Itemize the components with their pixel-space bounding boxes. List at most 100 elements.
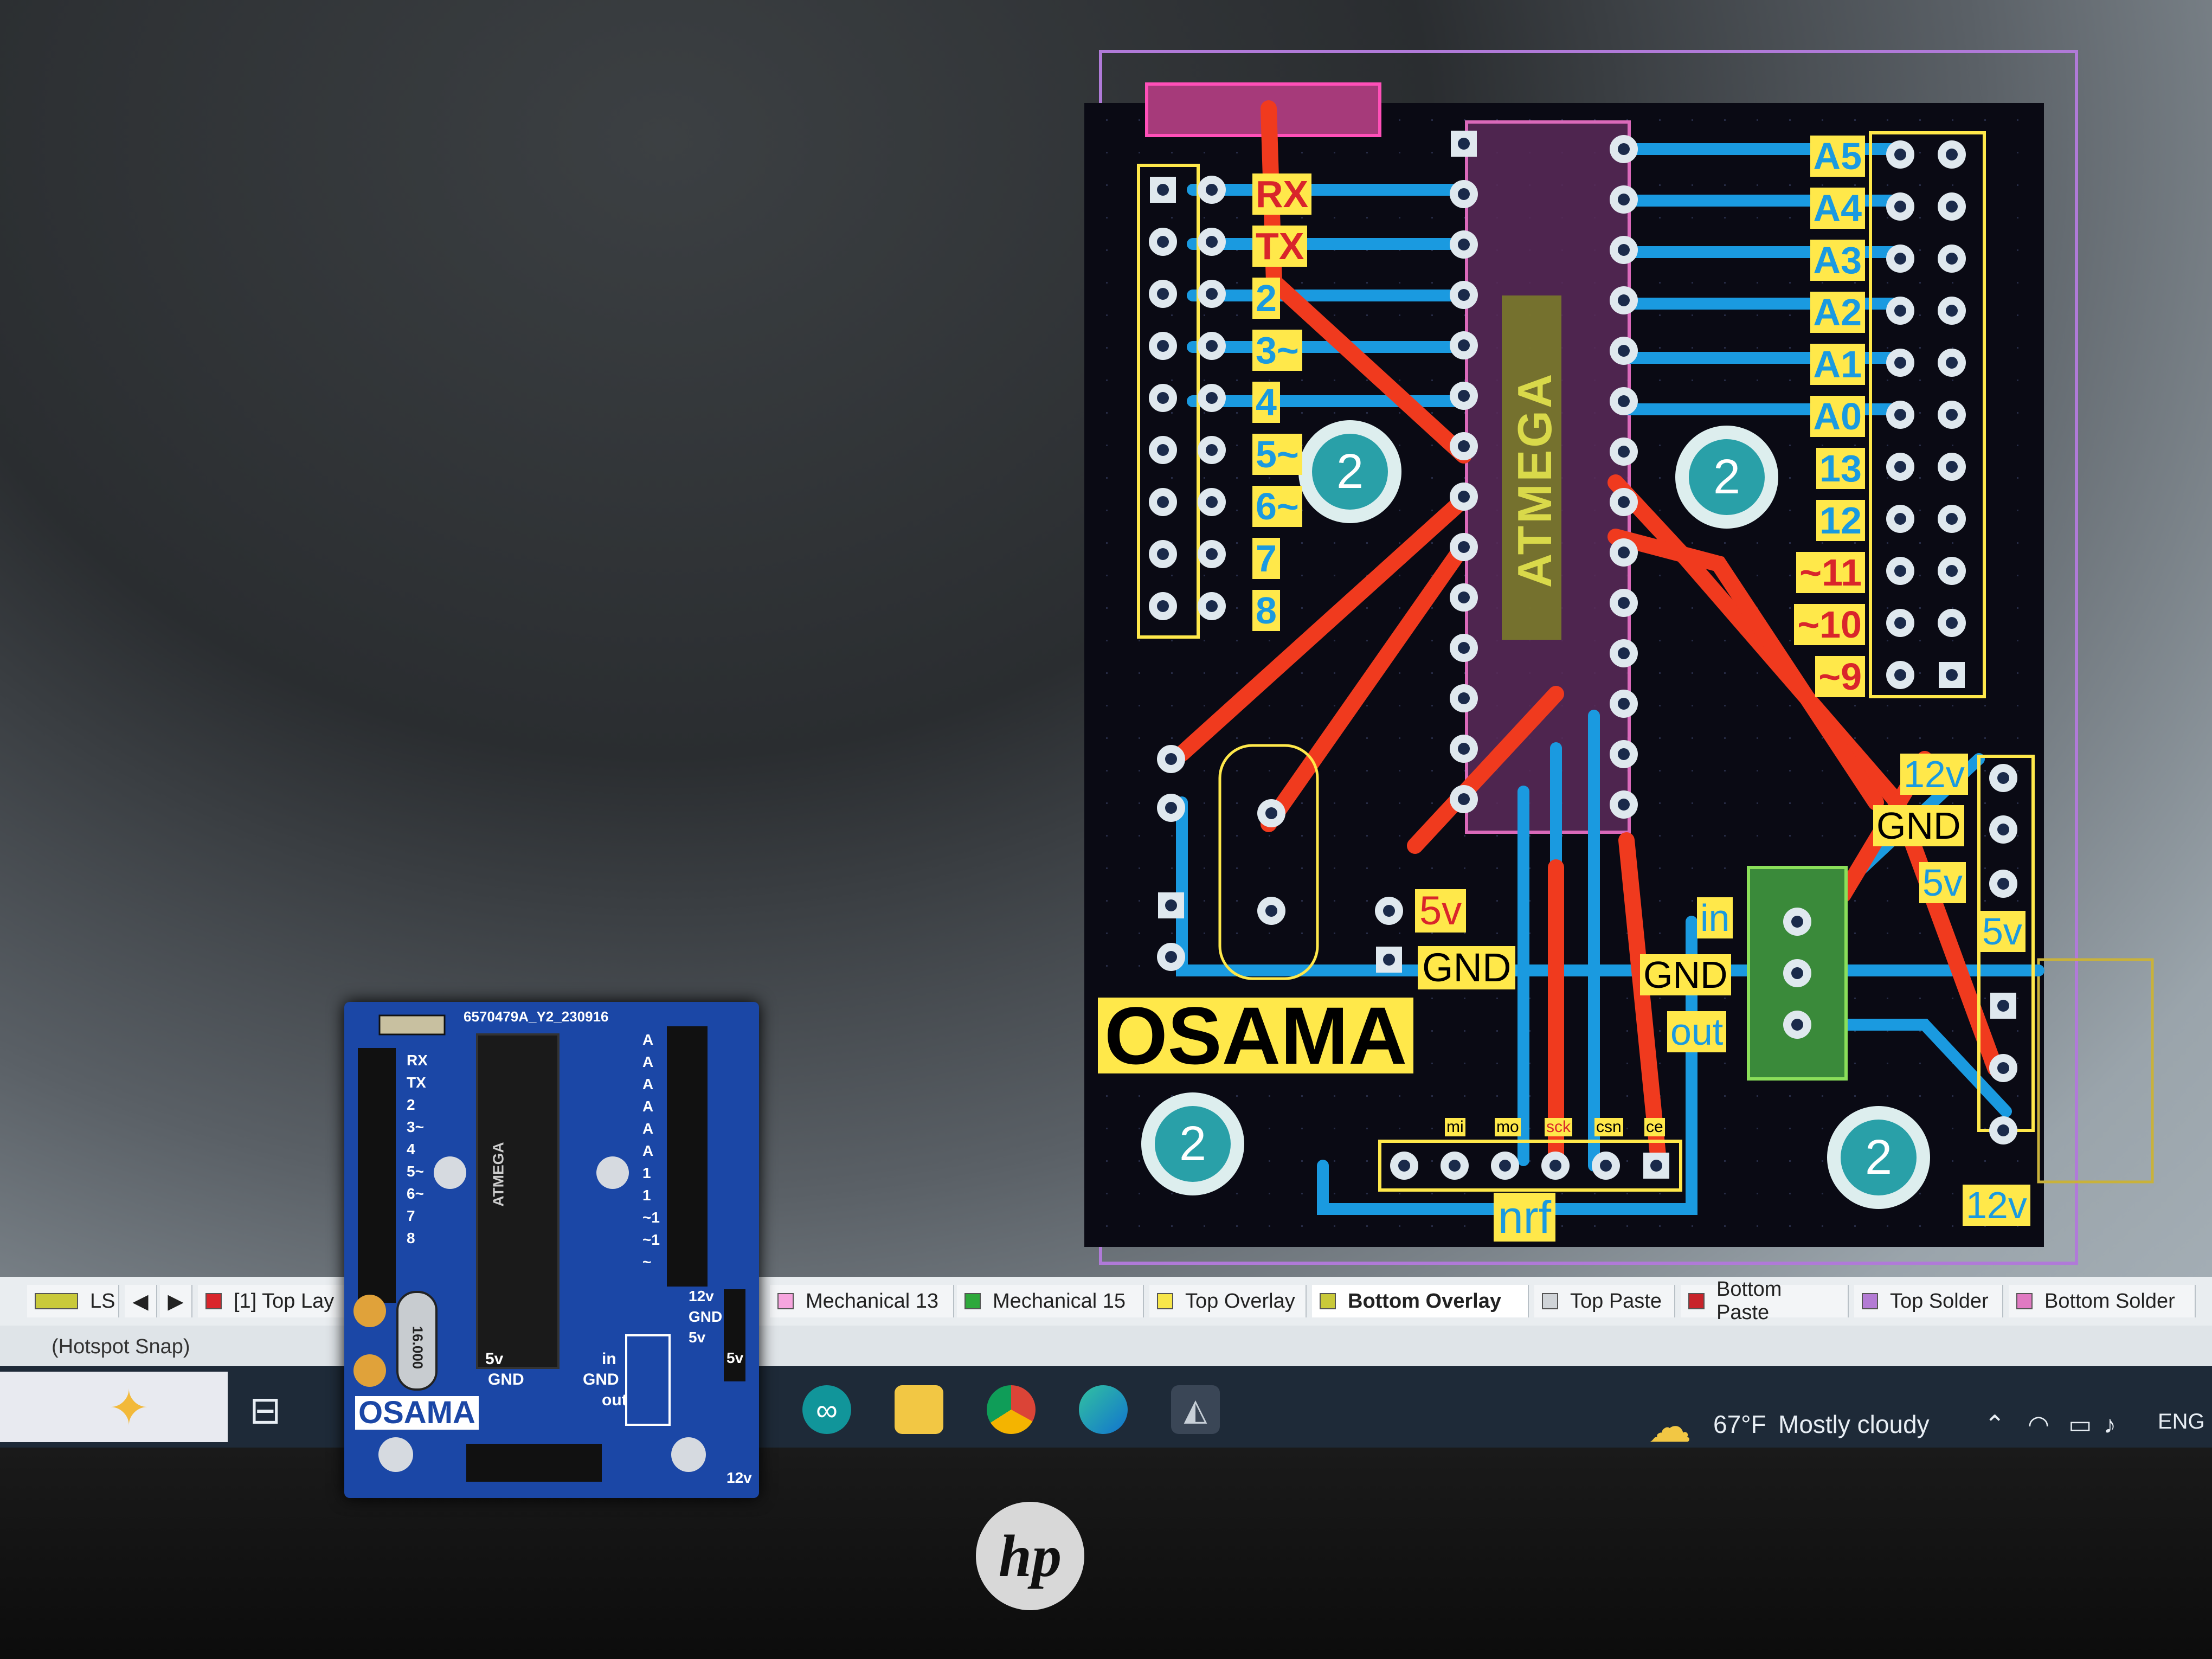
ls-button[interactable]: LS — [27, 1285, 119, 1317]
pad-hole — [1458, 440, 1470, 452]
pad-hole — [1997, 1124, 2009, 1136]
altium-icon[interactable]: ◭ — [1171, 1385, 1220, 1434]
power-label: 5v — [1979, 911, 2025, 952]
layer-color-swatch — [964, 1293, 981, 1309]
left-header-label: TX — [1252, 226, 1308, 267]
arduino-icon[interactable]: ∞ — [802, 1385, 851, 1434]
pad-hole — [1894, 669, 1906, 681]
power-label: 12v — [1963, 1185, 2030, 1226]
pad-hole — [1997, 772, 2009, 784]
pb-right-label: ~ — [642, 1253, 652, 1270]
power-label: 5v — [1919, 862, 1966, 903]
pad-hole — [1206, 548, 1218, 560]
pad-hole — [1458, 390, 1470, 402]
pb-right-label: ~1 — [642, 1209, 660, 1226]
tab-scroll-right[interactable]: ▶ — [160, 1285, 192, 1317]
pb-bottom-12v: 12v — [726, 1469, 752, 1486]
pad-hole — [1206, 444, 1218, 456]
right-header-label: A4 — [1810, 188, 1865, 229]
mounting-hole-label: 2 — [1864, 1130, 1893, 1185]
layer-tab[interactable]: Top Solder — [1854, 1285, 2003, 1317]
widgets-icon[interactable] — [0, 1372, 228, 1442]
osama-label: OSAMA — [1098, 995, 1414, 1076]
weather-icon[interactable]: ☁ — [1648, 1403, 1692, 1451]
right-header-label: 12 — [1816, 500, 1865, 541]
pad-hole — [1458, 188, 1470, 200]
ls-label: LS — [90, 1289, 115, 1313]
layer-tab[interactable]: Top Overlay — [1149, 1285, 1307, 1317]
volume-icon[interactable]: ♪ — [2104, 1410, 2116, 1438]
file-explorer-icon[interactable] — [895, 1385, 943, 1434]
language-indicator[interactable]: ENG — [2158, 1410, 2205, 1433]
chrome-icon[interactable] — [987, 1385, 1036, 1434]
layer-tab[interactable]: Mechanical 15 — [957, 1285, 1144, 1317]
left-header-label: 6~ — [1252, 486, 1302, 527]
layer-tab[interactable]: Mechanical 13 — [770, 1285, 954, 1317]
pb-left-label: 4 — [407, 1141, 415, 1158]
pad-hole — [1791, 916, 1803, 928]
pad-hole — [1946, 409, 1958, 421]
weather-text[interactable]: Mostly cloudy — [1778, 1410, 1930, 1438]
pb-reg-label: GND — [583, 1371, 619, 1388]
pad-hole — [1894, 461, 1906, 473]
layer-tab[interactable]: Bottom Paste — [1681, 1278, 1849, 1324]
pad-hole — [1997, 1000, 2009, 1012]
pad-hole — [1157, 548, 1169, 560]
chevron-up-icon[interactable]: ⌃ — [1984, 1410, 2005, 1438]
pb-left-label: 7 — [407, 1207, 415, 1224]
mounting-holes — [1141, 420, 1930, 1209]
pb-power-label: 5v — [689, 1329, 706, 1346]
wifi-icon[interactable]: ◠ — [2028, 1410, 2050, 1438]
pb-right-label: 1 — [642, 1187, 651, 1204]
pad-hole — [1650, 1160, 1662, 1172]
pad-hole — [1894, 305, 1906, 317]
chip-label: ATMEGA — [1508, 371, 1561, 588]
hole-br — [671, 1437, 706, 1472]
right-header-label: A2 — [1810, 292, 1865, 333]
ls-swatch — [35, 1293, 78, 1309]
nrf-label: nrf — [1494, 1193, 1556, 1242]
hp-logo: hp — [976, 1502, 1084, 1610]
pad-hole — [1499, 1160, 1511, 1172]
pad-hole — [1618, 799, 1630, 811]
layer-tab[interactable]: [1] Top Lay — [198, 1285, 352, 1317]
layer-tab-label: Mechanical 15 — [993, 1289, 1126, 1313]
left-header-label: 5~ — [1252, 434, 1302, 475]
pb-5v-gnd-label: GND — [488, 1371, 524, 1388]
pad-hole — [1618, 446, 1630, 458]
layer-tab[interactable]: Bottom Solder — [2009, 1285, 2196, 1317]
layer-tab[interactable]: Top Paste — [1534, 1285, 1675, 1317]
nrf-socket — [466, 1444, 602, 1482]
pad-hole — [1618, 698, 1630, 710]
task-view-icon[interactable]: ⊟ — [249, 1389, 281, 1431]
tab-scroll-left[interactable]: ◀ — [125, 1285, 157, 1317]
pb-right-label: 1 — [642, 1165, 651, 1181]
battery-icon[interactable]: ▭ — [2068, 1410, 2092, 1438]
weather-temp[interactable]: 67°F — [1713, 1410, 1766, 1438]
pad-hole — [1791, 967, 1803, 979]
layer-tab[interactable]: Bottom Overlay — [1312, 1285, 1529, 1317]
pad-hole — [1618, 395, 1630, 407]
pad-hole — [1265, 807, 1277, 819]
pad-hole — [1791, 1019, 1803, 1031]
pad-hole — [1157, 184, 1169, 196]
edge-icon[interactable] — [1079, 1385, 1128, 1434]
pb-right-label: A — [642, 1098, 654, 1115]
mcu-chip — [476, 1033, 560, 1369]
pad-hole — [1206, 392, 1218, 404]
pad-hole — [1894, 565, 1906, 577]
pad-hole — [1458, 339, 1470, 351]
pad-hole — [1206, 288, 1218, 300]
pad-hole — [1458, 289, 1470, 301]
right-header-label: A5 — [1810, 136, 1865, 177]
pb-left-label: 5~ — [407, 1163, 424, 1180]
pad-hole — [1618, 244, 1630, 256]
pad-hole — [1618, 647, 1630, 659]
pad-hole — [1458, 642, 1470, 654]
pad-hole — [1618, 546, 1630, 558]
left-header-label: 7 — [1252, 538, 1280, 579]
pad-hole — [1618, 748, 1630, 760]
layer-color-swatch — [1862, 1293, 1878, 1309]
hp-logo-text: hp — [998, 1522, 1062, 1589]
